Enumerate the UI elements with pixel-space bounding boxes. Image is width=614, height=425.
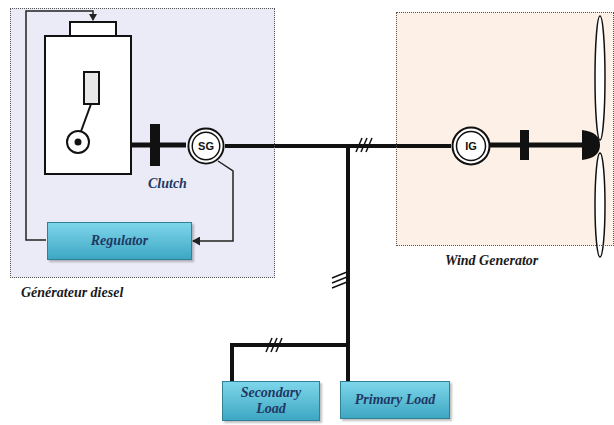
box-label: Regulator: [91, 233, 149, 249]
wind-region: Wind GeneratorIG: [396, 12, 614, 246]
load-box: Primary Load: [340, 381, 450, 419]
box-label: Secondary Load: [229, 385, 313, 417]
region-heading: Wind Generator: [445, 253, 538, 269]
bus-line: [225, 146, 348, 381]
generator-label: IG: [465, 140, 477, 152]
clutch-symbol: [150, 124, 160, 166]
three-phase-ticks: [266, 138, 372, 352]
region-heading: Générateur diesel: [21, 285, 123, 301]
governor-line: [26, 11, 93, 240]
regulator-box: Regulator: [47, 222, 192, 260]
feedback-arrow: [193, 161, 233, 241]
diesel-region: Générateur dieselRegulatorSG: [10, 8, 275, 278]
generator-label: SG: [198, 140, 214, 152]
diesel-engine: [45, 22, 131, 174]
box-label: Primary Load: [355, 392, 436, 408]
clutch-label: Clutch: [148, 176, 187, 192]
wind-turbine: [490, 16, 605, 257]
diesel-region-ground: [10, 8, 275, 278]
wind-region-ground: [396, 12, 614, 246]
load-box: Secondary Load: [222, 381, 320, 421]
synchronous-generator: SG: [187, 127, 225, 165]
bus-line: [225, 146, 348, 381]
induction-generator: IG: [451, 126, 491, 166]
